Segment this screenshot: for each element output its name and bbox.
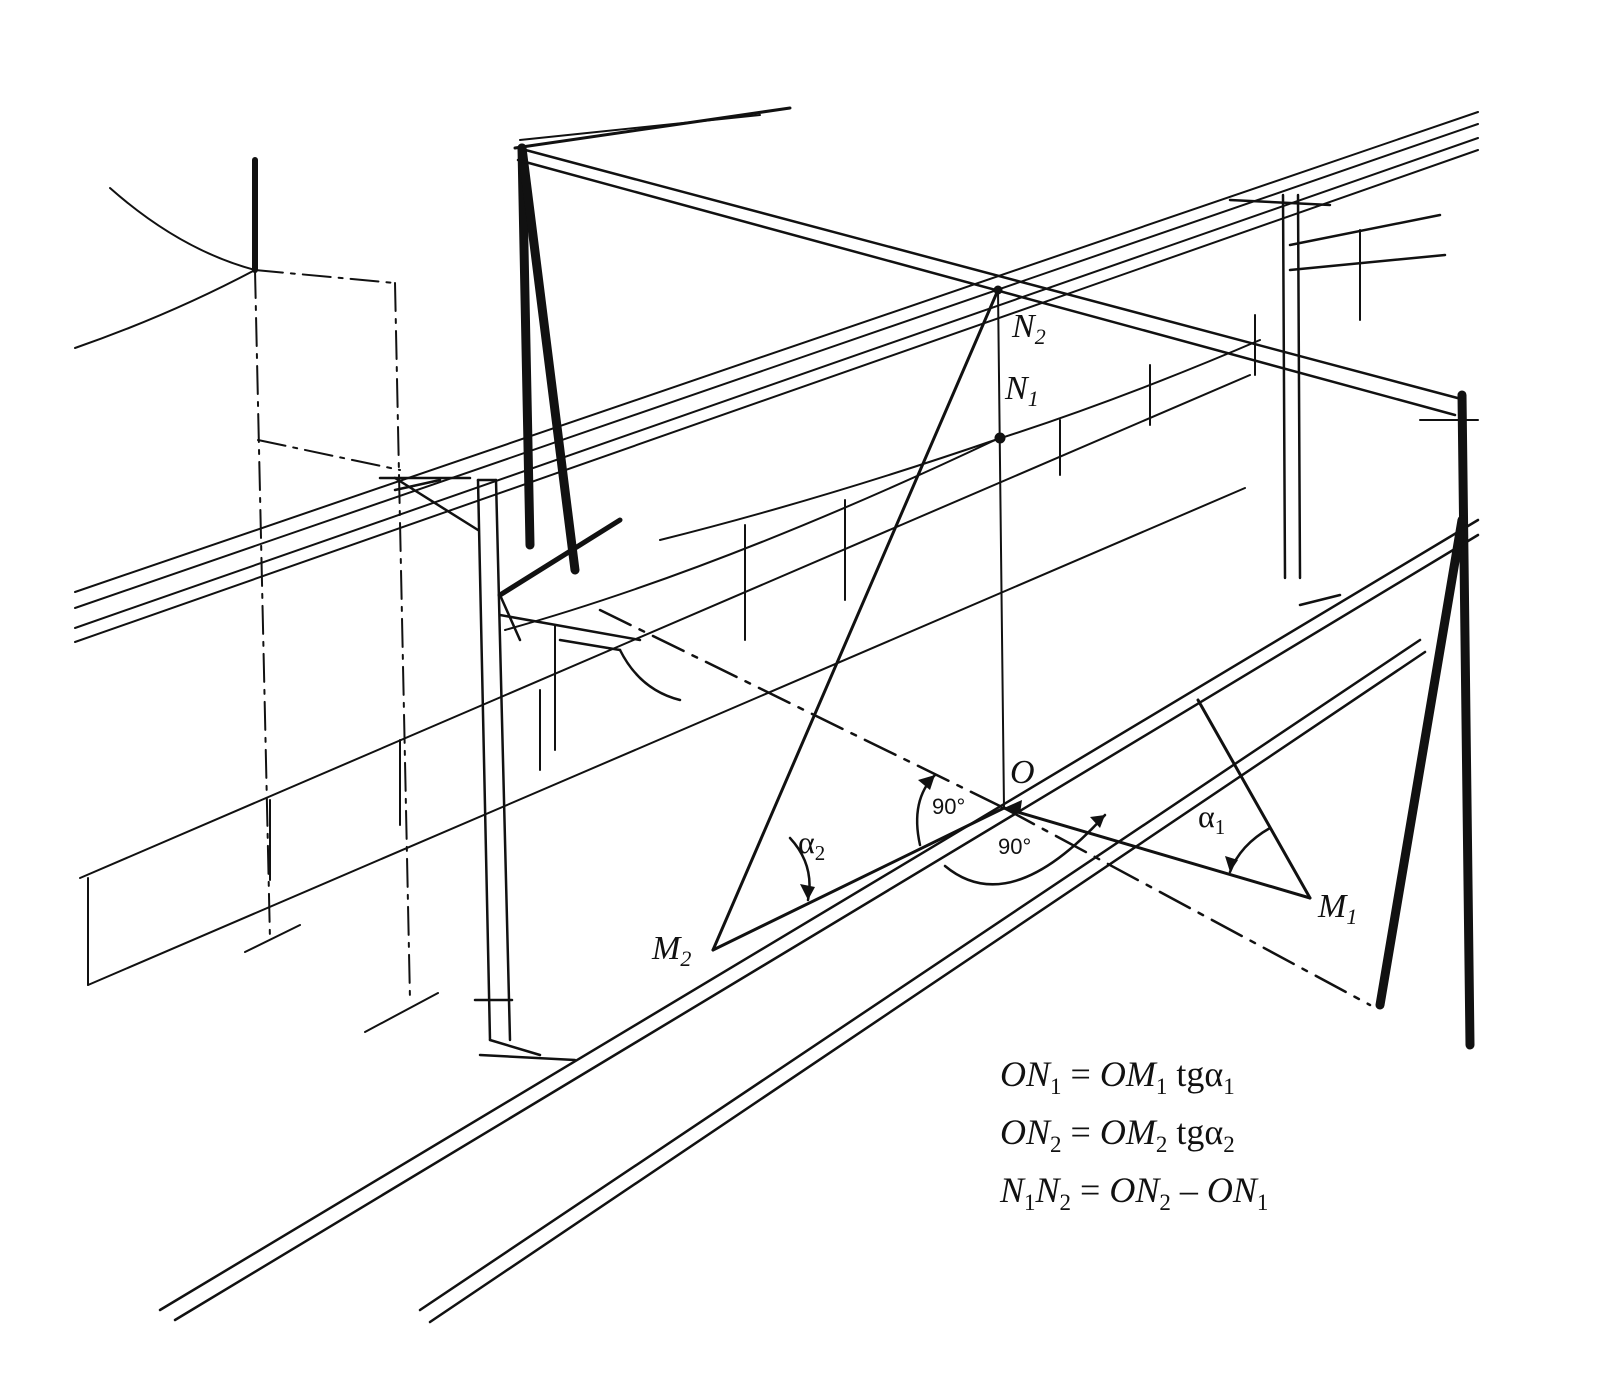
- left-mast: [378, 476, 682, 1062]
- vertical-measure-line: [997, 289, 1005, 809]
- label-angle-left: 90°: [932, 794, 966, 819]
- label-m1: M1: [1318, 888, 1358, 929]
- label-m2: M2: [652, 930, 692, 971]
- formula-1: ON1 = OM1 tgα1: [1000, 1054, 1235, 1099]
- wall-lines: [79, 374, 1251, 986]
- axis-dashdot: [598, 608, 1372, 1007]
- far-right-mast: [1228, 193, 1447, 607]
- arrow-heads: [800, 775, 1238, 900]
- triangle-m2: [711, 288, 1006, 952]
- point-n1: [994, 432, 1006, 444]
- triangle-m1: [1002, 698, 1312, 900]
- catenary-wires: [74, 111, 1479, 643]
- rails: [158, 518, 1480, 1324]
- a-frame-mast: [513, 106, 792, 575]
- left-structure-dashdot: [254, 269, 411, 1001]
- label-o: O: [1010, 754, 1035, 791]
- formula-3: N1N2 = ON2 – ON1: [1000, 1170, 1269, 1215]
- sight-lines: [516, 146, 1467, 417]
- label-n1: N1: [1005, 370, 1039, 411]
- left-background-wires: [74, 157, 258, 349]
- left-structure-ground-marks: [244, 924, 439, 1033]
- label-n2: N2: [1012, 308, 1046, 349]
- label-alpha2: α2: [798, 824, 826, 865]
- label-alpha1: α1: [1198, 798, 1226, 839]
- formula-2: ON2 = OM2 tgα2: [1000, 1112, 1235, 1157]
- contact-wire: [504, 339, 1261, 631]
- right-a-frame-mast: [1375, 390, 1479, 1050]
- formula-block: ON1 = OM1 tgα1 ON2 = OM2 tgα2 N1N2 = ON2…: [1000, 1045, 1268, 1219]
- label-angle-right: 90°: [998, 834, 1032, 859]
